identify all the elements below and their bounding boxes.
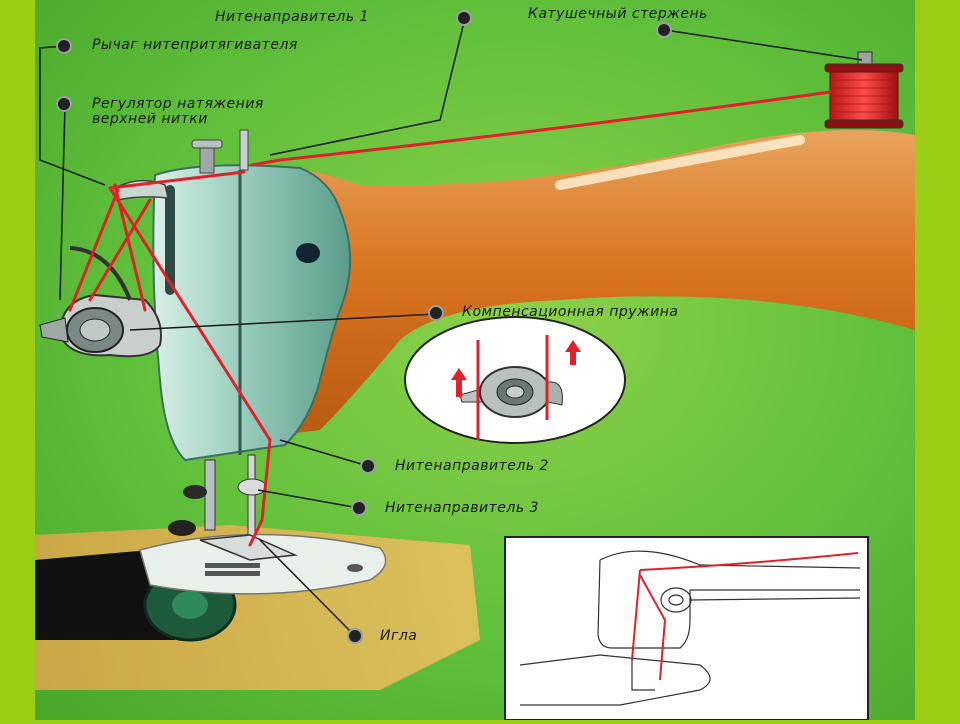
label-thread-guide-2: Нитенаправитель 2	[395, 458, 549, 474]
check-spring	[69, 246, 132, 301]
pointer-lines	[39, 17, 863, 637]
label-tension-regulator: Регулятор натяжения верхней нитки	[92, 97, 264, 127]
label-tension-regulator-line2: верхней нитки	[92, 111, 208, 127]
needle-plate	[139, 533, 387, 595]
inset-thread	[631, 552, 859, 681]
arrow-up-icon	[451, 368, 467, 380]
label-thread-guide-3: Нитенаправитель 3	[385, 500, 539, 516]
label-pointer-dot	[347, 628, 363, 644]
thread-path	[68, 90, 832, 547]
label-tension-regulator-line1: Регулятор натяжения	[92, 96, 264, 112]
label-pointer-dot	[428, 305, 444, 321]
bed-slot	[35, 550, 175, 640]
thread-guide-1-pin	[239, 129, 249, 171]
label-spool-pin: Катушечный стержень	[528, 6, 708, 22]
thread-guide-3-clamp	[237, 478, 267, 496]
label-pointer-dot	[56, 96, 72, 112]
inset-regulator	[459, 366, 563, 418]
head-screw	[296, 243, 320, 263]
lever-slot	[165, 185, 175, 295]
inset-machine-outline	[519, 550, 861, 706]
needle-bar	[247, 454, 256, 546]
presser-bar	[204, 459, 216, 531]
bobbin	[172, 591, 208, 619]
machine-head	[152, 164, 351, 462]
label-compensation-spring: Компенсационная пружина	[462, 304, 679, 320]
label-pointer-dot	[56, 38, 72, 54]
machine-arm	[200, 130, 915, 440]
feed-dogs	[205, 563, 260, 568]
label-pointer-dot	[456, 10, 472, 26]
top-pin	[199, 144, 215, 174]
label-pointer-dot	[351, 500, 367, 516]
label-needle: Игла	[380, 628, 418, 644]
label-take-up-lever: Рычаг нитепритягивателя	[92, 37, 298, 53]
label-pointer-dot	[656, 22, 672, 38]
label-pointer-dot	[360, 458, 376, 474]
arrow-up-icon	[565, 340, 581, 352]
presser-foot	[199, 534, 298, 561]
label-thread-guide-1: Нитенаправитель 1	[215, 9, 369, 25]
